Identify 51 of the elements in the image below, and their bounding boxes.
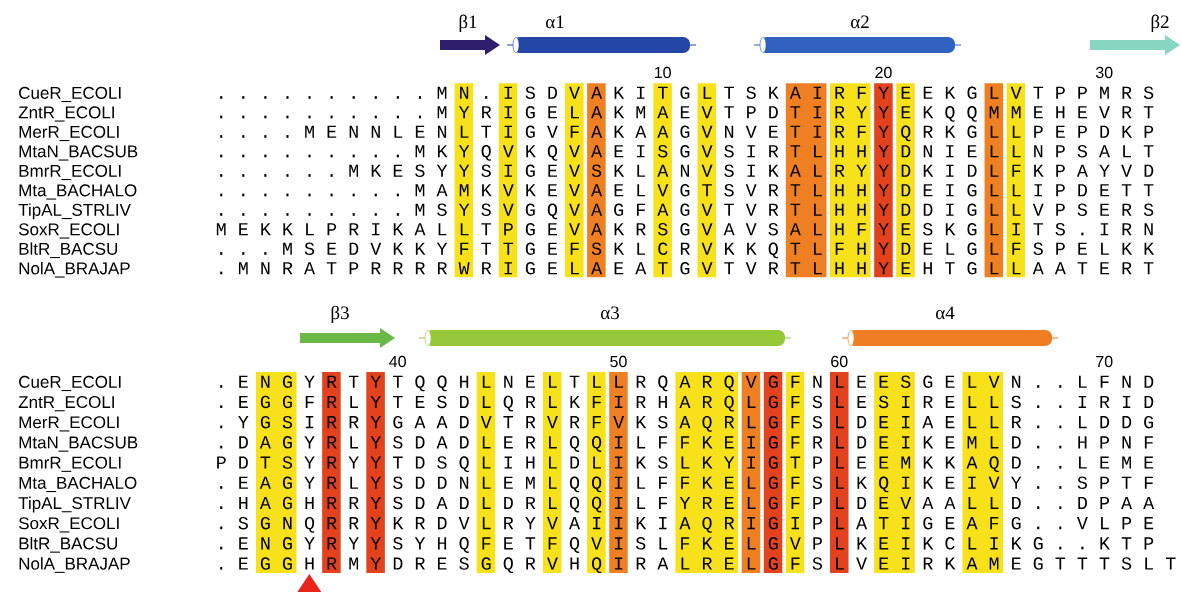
sequence-name: BltR_BACSU xyxy=(19,242,117,259)
residue-number: 70 xyxy=(1096,355,1113,368)
sequence-name: MtaN_BACSUB xyxy=(19,436,138,452)
sequence-name: CueR_ECOLI xyxy=(19,86,121,103)
sequence-row: . H A G H R R Y S D A D L D R L Q Q I L F Y R E L G F P L D E V A A L L D . . D P A A xyxy=(220,496,1155,513)
sequence-row: . . . . . . . . . M S Y S V G Q V A G F A G V T V R T L H H Y D D I G L L V P S E R S xyxy=(220,203,1154,220)
sequence-row: . . . . . . . . . . M N . I S D V A K I T G L T S K A I R F Y E E K G L V T P P M R S xyxy=(220,86,1154,99)
node-label: α3 xyxy=(601,306,619,320)
sequence-name: TipAL_STRLIV xyxy=(18,496,131,513)
sequence-row: . E N G Y R T Y T Q Q H L N E L T L L R Q A R Q V G F N L E E S G E L V N . . L F N D xyxy=(220,375,1154,392)
sequence-name: BltR_BACSU xyxy=(19,537,117,553)
sequence-name: TipAL_STRLIV xyxy=(18,203,131,220)
sequence-row: P D T S Y R Y Y T D S Q L I H L D L I K S L K Y I G T P L E E M K K A Q D . . L E M E xyxy=(217,456,1154,473)
sequence-name: ZntR_ECOLI xyxy=(18,396,114,412)
sequence-row: . E N G Y R Y Y S Y H Q F E T F Q V I S L F K E L G V P L K E I K C L I K G . . K T P xyxy=(220,537,1154,553)
sequence-row: . D A G Y R L Y S D A D L E R L Q Q I L F F K E I G F R L D E I K E M L D . . H P N F xyxy=(220,436,1153,452)
sequence-row: . E G G F R L Y T E S D L Q R L K F I R H A R Q L G F S L E S I R E L L S . . I R I D xyxy=(220,395,1154,412)
sequence-name: Mta_BACHALO xyxy=(19,184,137,200)
sequence-row: . . . . M E N N L E N L T I G V F A K A A G V N V E T I R F Y Q R K G L L P E P D K P xyxy=(220,125,1154,142)
sequence-row: . . . M S E D V K K Y F T T G E F S K L C R V K K Q T L F H Y D E L G L F S P E L K K xyxy=(220,242,1155,259)
sequence-row: . S G N Q R R Y K R D V L R Y V A I I K I A Q R I G I P L A T I G E A F G . . V L P E xyxy=(220,516,1154,533)
sequence-name: CueR_ECOLI xyxy=(19,375,121,392)
sequence-row: M E K K L P R I K A L L T P G E V A K R S G V A V S A L H F Y E S K G L I T S . I R N xyxy=(216,223,1153,236)
sequence-row: . . . . . . . . . M A M K V K E V A E L V G T S V R T L H H Y D E I G L L I P D E T T xyxy=(220,184,1154,197)
sequence-name: BmrR_ECOLI xyxy=(19,164,121,181)
helix-cylinder: α3 xyxy=(418,306,792,346)
sequence-name: Mta_BACHALO xyxy=(19,476,137,493)
helix-cylinder: α2 xyxy=(753,15,962,53)
sequence-name: NolA_BRAJAP xyxy=(19,261,130,278)
sequence-name: MerR_ECOLI xyxy=(19,125,119,142)
sequence-row: . M N R A T P R R R R W R I G E L A E A T G V T V R T L H H Y E H T G L L A A T E R T xyxy=(220,262,1154,275)
sequence-row: . . . . . . M K E S Y Y S I G E V S K L A N V S I K A L R Y Y D K I D L F K P A Y V D xyxy=(220,164,1154,177)
sequence-name: BmrR_ECOLI xyxy=(19,456,121,472)
sequence-name: MerR_ECOLI xyxy=(19,416,119,432)
sequence-row: . . . . . . . . . . M Y R I G E L A K M A E V T P D T I R Y Y E K Q Q M M E H E V R T xyxy=(220,106,1154,122)
sequence-name: SoxR_ECOLI xyxy=(18,223,119,239)
sequence-name: SoxR_ECOLI xyxy=(18,517,119,533)
sequence-name: NolA_BRAJAP xyxy=(19,557,130,573)
sequence-row: . Y G S I R R Y G A A D V T R V R F V K S A Q R L G F S L D E I A E L L R . . L D D G xyxy=(220,415,1154,432)
sequence-name: MtaN_BACSUB xyxy=(19,145,138,161)
node-label: α2 xyxy=(851,15,869,29)
sequence-row: . E A G Y R L Y S D D N L E M L Q Q I L F F K E L G F S L K Q I K E I V Y . . S P T F xyxy=(220,476,1153,493)
sequence-name: ZntR_ECOLI xyxy=(18,106,114,122)
sequence-row: . . . . . . . . . M K Y Q V K Q V A E I S G V S I R T L H H Y D N I E L L N P S A L T xyxy=(220,145,1154,161)
sequence-row: . E G G H R M Y D R E S G Q R V H Q I R A L R E L G F S L V E I R K A M E G T T T S L T xyxy=(220,557,1176,574)
helix-cylinder: α4 xyxy=(841,306,1059,346)
node-label: α4 xyxy=(936,306,955,320)
residue-number: 40 xyxy=(389,355,406,368)
residue-number: 60 xyxy=(831,355,848,368)
helix-cylinder: α1 xyxy=(506,15,697,53)
node-label: α1 xyxy=(546,15,564,29)
